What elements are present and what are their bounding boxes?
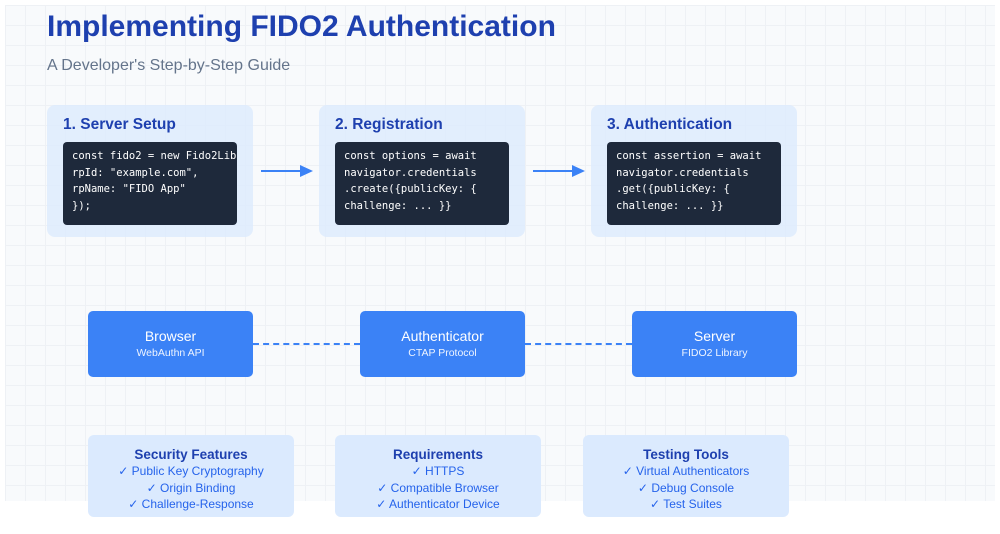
- code-snippet: const fido2 = new Fido2Lib({ rpId: "exam…: [63, 142, 237, 225]
- code-line: challenge: ... }}: [616, 199, 724, 212]
- component-name: Authenticator: [401, 328, 484, 344]
- check-icon: ✓: [376, 497, 387, 511]
- code-line: challenge: ... }}: [344, 199, 452, 212]
- component-name: Server: [693, 328, 736, 344]
- code-line: const fido2 = new Fido2Lib({: [72, 150, 237, 162]
- info-title: Security Features: [134, 447, 248, 462]
- arrow-right-icon: [261, 165, 313, 177]
- page-title: Implementing FIDO2 Authentication: [47, 10, 556, 43]
- step-title: 1. Server Setup: [63, 116, 176, 133]
- list-item: ✓ Compatible Browser: [335, 480, 541, 497]
- code-line: .get({publicKey: {: [616, 183, 730, 195]
- step-title: 3. Authentication: [607, 116, 733, 133]
- component-name: Browser: [144, 328, 197, 344]
- list-item: ✓ Challenge-Response: [88, 496, 294, 513]
- diagram-canvas: [5, 5, 995, 501]
- component-server: Server FIDO2 Library: [632, 311, 797, 377]
- page-subtitle: A Developer's Step-by-Step Guide: [47, 57, 291, 74]
- code-line: const assertion = await: [616, 150, 762, 162]
- info-title: Testing Tools: [643, 447, 729, 462]
- check-icon: ✓: [637, 480, 648, 495]
- component-browser: Browser WebAuthn API: [88, 311, 253, 377]
- code-line: .create({publicKey: {: [344, 183, 477, 195]
- check-icon: ✓: [411, 464, 422, 478]
- check-icon: ✓: [622, 464, 633, 478]
- list-item: ✓ Virtual Authenticators: [583, 463, 789, 480]
- list-item-label: Debug Console: [651, 480, 735, 495]
- list-item-label: Origin Binding: [160, 480, 236, 495]
- info-box-security-features: Security Features ✓ Public Key Cryptogra…: [88, 435, 294, 517]
- check-icon: ✓: [377, 480, 388, 495]
- code-line: rpName: "FIDO App": [72, 183, 186, 195]
- list-item-label: Compatible Browser: [390, 480, 499, 495]
- component-subtitle: FIDO2 Library: [681, 347, 748, 359]
- step-card-server-setup: 1. Server Setup const fido2 = new Fido2L…: [47, 105, 253, 237]
- code-snippet: const assertion = await navigator.creden…: [607, 142, 781, 225]
- list-item: ✓ Debug Console: [583, 480, 789, 497]
- component-subtitle: CTAP Protocol: [408, 347, 477, 359]
- step-card-authentication: 3. Authentication const assertion = awai…: [591, 105, 797, 237]
- info-box-testing-tools: Testing Tools ✓ Virtual Authenticators ✓…: [583, 435, 789, 517]
- check-icon: ✓: [128, 497, 139, 511]
- arrow-right-icon: [533, 165, 585, 177]
- list-item: ✓ Test Suites: [583, 496, 789, 513]
- step-card-registration: 2. Registration const options = await na…: [319, 105, 525, 237]
- dashed-connector: [525, 343, 632, 345]
- component-subtitle: WebAuthn API: [136, 347, 205, 359]
- check-icon: ✓: [146, 480, 157, 495]
- check-icon: ✓: [650, 497, 661, 511]
- code-line: navigator.credentials: [344, 166, 477, 179]
- list-item-label: HTTPS: [425, 464, 465, 478]
- code-snippet: const options = await navigator.credenti…: [335, 142, 509, 225]
- list-item-label: Challenge-Response: [141, 497, 254, 511]
- list-item: ✓ HTTPS: [335, 463, 541, 480]
- info-title: Requirements: [392, 447, 484, 462]
- list-item: ✓ Authenticator Device: [335, 496, 541, 513]
- list-item-label: Authenticator Device: [389, 497, 500, 511]
- step-title: 2. Registration: [335, 116, 443, 133]
- list-item-label: Virtual Authenticators: [636, 464, 750, 478]
- code-line: rpId: "example.com",: [72, 166, 199, 179]
- code-line: const options = await: [344, 150, 477, 162]
- dashed-connector: [253, 343, 360, 345]
- check-icon: ✓: [118, 464, 129, 478]
- info-box-requirements: Requirements ✓ HTTPS ✓ Compatible Browse…: [335, 435, 541, 517]
- list-item-label: Test Suites: [663, 497, 722, 511]
- list-item: ✓ Public Key Cryptography: [88, 463, 294, 480]
- component-authenticator: Authenticator CTAP Protocol: [360, 311, 525, 377]
- list-item: ✓ Origin Binding: [88, 480, 294, 497]
- list-item-label: Public Key Cryptography: [131, 464, 264, 478]
- code-line: });: [72, 199, 91, 212]
- code-line: navigator.credentials: [616, 166, 749, 179]
